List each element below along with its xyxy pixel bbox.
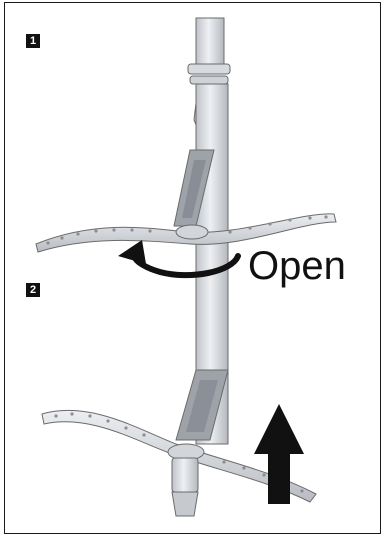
coupling-ring bbox=[188, 64, 230, 74]
top-coupling-tube bbox=[196, 18, 224, 68]
step-badge-1: 1 bbox=[26, 34, 40, 48]
upper-spray-arm-assembly bbox=[36, 18, 336, 444]
step-badge-2: 2 bbox=[26, 283, 40, 297]
bottom-spindle-tip bbox=[172, 492, 198, 516]
open-label: Open bbox=[248, 244, 346, 289]
coupling-ring-lower bbox=[190, 76, 228, 84]
upper-arm-hub bbox=[176, 225, 208, 239]
bottom-spindle bbox=[172, 458, 198, 492]
